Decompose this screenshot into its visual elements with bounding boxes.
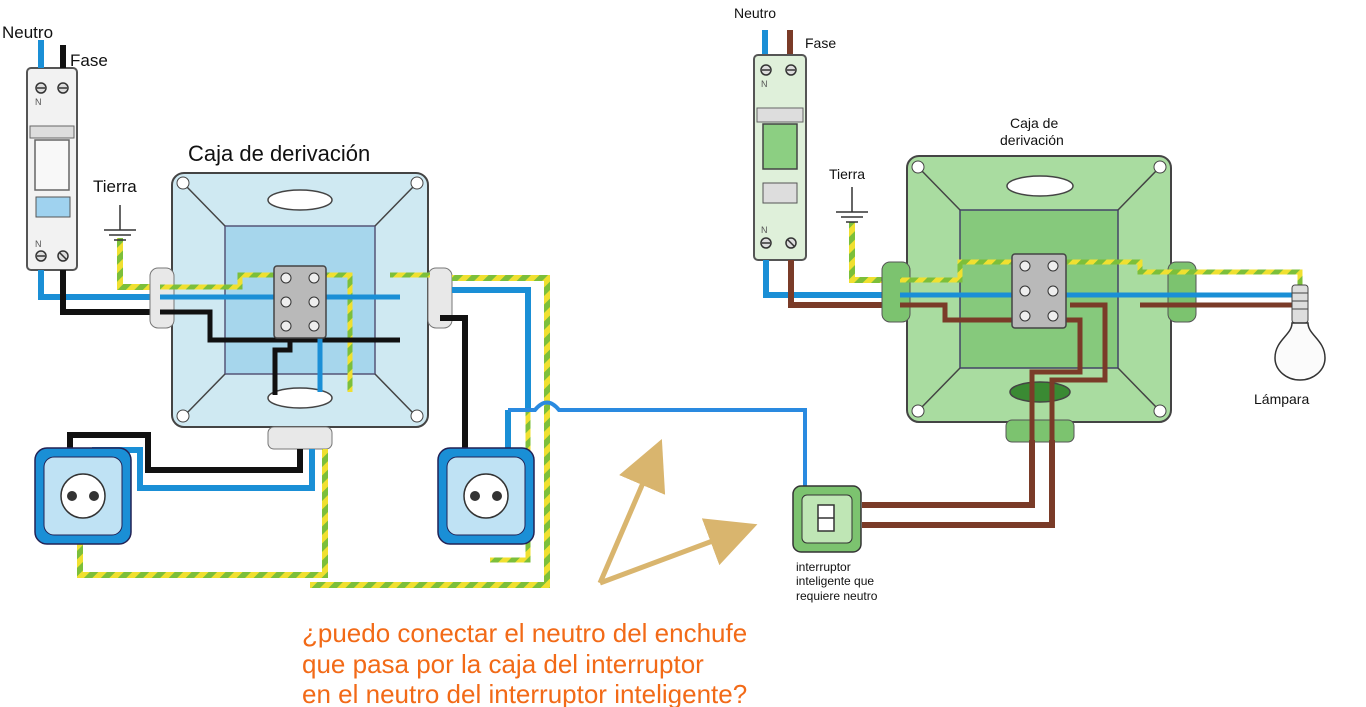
right-breaker-n-bottom: N: [761, 225, 768, 235]
question-line: que pasa por la caja del interruptor: [302, 648, 704, 679]
left-phase-label: Fase: [70, 51, 108, 70]
smart-switch: [792, 485, 862, 553]
left-breaker-n-top: N: [35, 97, 42, 107]
question-line: ¿puedo conectar el neutro del enchufe: [302, 618, 748, 648]
right-breaker-n-top: N: [761, 79, 768, 89]
right-diagram: [753, 30, 1326, 553]
right-box-title-line2: derivación: [1000, 132, 1064, 148]
arrow-to-wire: [597, 439, 666, 584]
right-ground-label: Tierra: [829, 166, 866, 182]
left-neutral-label: Neutro: [2, 23, 54, 42]
added-neutral-wire: [508, 400, 807, 488]
smart-switch-note-line: interruptor: [796, 560, 851, 574]
arrow-to-switch: [599, 518, 758, 586]
left-breaker-n-bottom: N: [35, 239, 42, 249]
smart-switch-note-line: inteligente que: [796, 574, 875, 589]
right-socket: [437, 447, 535, 545]
question-text: ¿puedo conectar el neutro del enchufe qu…: [302, 618, 747, 707]
smart-switch-note: interruptor inteligente que requiere neu…: [796, 560, 877, 603]
left-junction-box: [149, 172, 453, 450]
left-box-title: Caja de derivación: [188, 141, 371, 166]
lamp-label: Lámpara: [1254, 391, 1310, 407]
smart-switch-note-line: requiere neutro: [796, 588, 878, 603]
right-junction-box: [881, 155, 1200, 443]
left-diagram: [26, 40, 550, 588]
left-breaker: [26, 67, 78, 271]
right-phase-label: Fase: [805, 35, 837, 51]
right-breaker: [753, 54, 807, 261]
lamp: [1274, 284, 1326, 381]
left-socket: [34, 447, 132, 545]
right-neutral-label: Neutro: [734, 5, 777, 21]
left-ground-label: Tierra: [93, 177, 137, 196]
right-box-title-line1: Caja de: [1010, 115, 1059, 131]
question-line: en el neutro del interruptor inteligente…: [302, 679, 748, 707]
